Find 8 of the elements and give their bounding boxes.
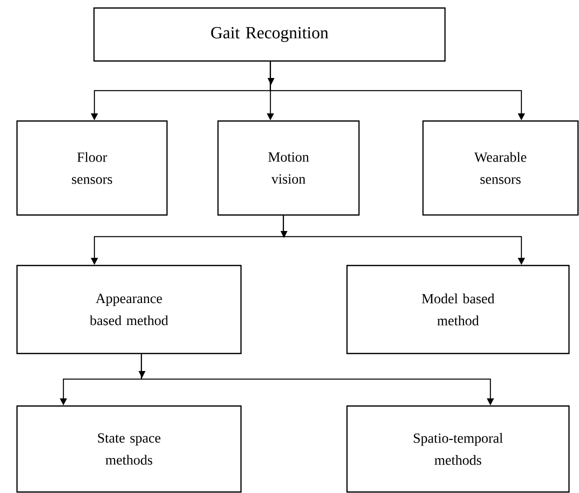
process-box: Gait Recognition (93, 7, 446, 62)
process-box: State space methods (16, 405, 242, 493)
process-box: Appearance based method (16, 264, 242, 354)
process-box: Wearable sensors (422, 120, 579, 216)
process-box: Floor sensors (16, 120, 168, 216)
process-box: Model based method (346, 264, 570, 354)
process-box: Spatio-temporal methods (346, 405, 570, 493)
process-box: Motion vision (217, 120, 360, 216)
